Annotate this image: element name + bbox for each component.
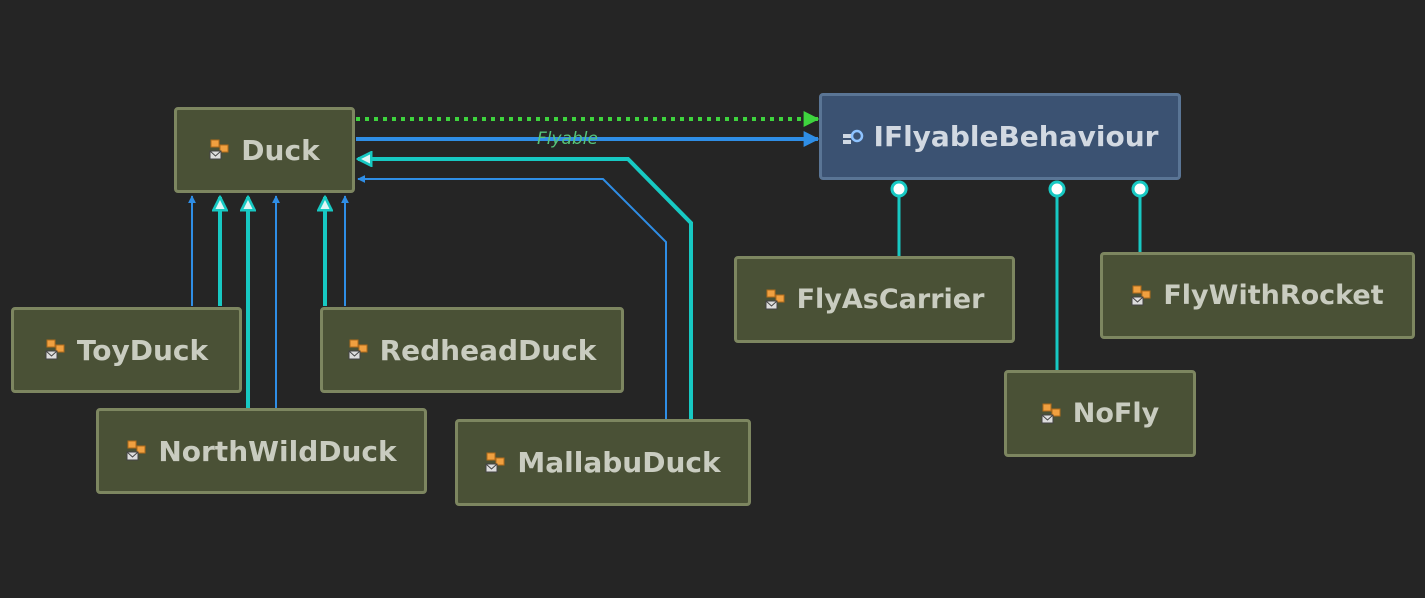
flywithrocket-node[interactable]: FlyWithRocket [1100,252,1415,339]
class-icon [765,289,785,309]
nofly-realization-circle [1048,180,1066,198]
nofly-node[interactable]: NoFly [1004,370,1196,457]
flyable-edge-label: Flyable [537,129,598,149]
mallabu-reference-edge [357,175,667,420]
node-label: NorthWildDuck [158,434,397,468]
iflyablebehaviour-node[interactable]: IFlyableBehaviour [819,93,1181,180]
node-label: FlyAsCarrier [796,284,985,315]
class-icon [485,452,505,472]
redheadduck-node[interactable]: RedheadDuck [320,307,624,393]
flyascarrier-realization-circle [890,180,908,198]
node-label: RedheadDuck [379,333,597,367]
class-icon [1041,403,1061,423]
interface-icon [842,129,863,144]
class-icon [45,339,65,360]
node-label: ToyDuck [76,333,209,367]
node-label: NoFly [1072,398,1160,429]
class-icon [126,440,146,461]
flyascarrier-node[interactable]: FlyAsCarrier [734,256,1015,343]
mallabuduck-node[interactable]: MallabuDuck [455,419,751,506]
duck-node[interactable]: Duck [174,107,355,193]
node-label: FlyWithRocket [1163,280,1384,311]
class-icon [209,139,229,160]
node-label: IFlyableBehaviour [873,120,1159,153]
mallabu-inherits-edge [358,159,693,420]
class-icon [348,339,368,360]
northwildduck-node[interactable]: NorthWildDuck [96,408,427,494]
flywithrocket-realization-circle [1131,180,1149,198]
class-icon [1131,285,1151,305]
node-label: Duck [241,133,320,167]
toyduck-node[interactable]: ToyDuck [11,307,242,393]
node-label: MallabuDuck [517,446,721,479]
